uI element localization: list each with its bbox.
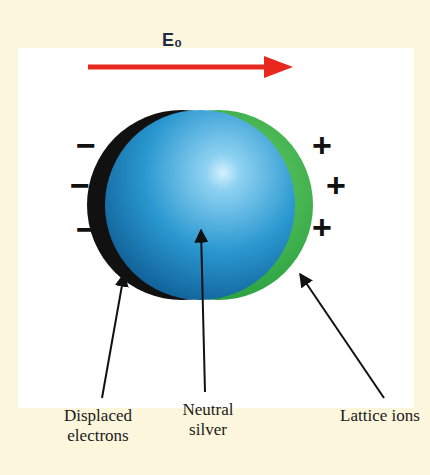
- field-label: E₀: [162, 30, 182, 51]
- charge-sign: −: [76, 212, 96, 246]
- part-label: Neutral silver: [166, 400, 250, 439]
- silver-sphere: [105, 110, 295, 300]
- leader-line: [201, 230, 205, 392]
- charge-sign: −: [76, 128, 96, 162]
- panel-ground: [18, 48, 414, 408]
- part-label: Lattice ions: [338, 406, 422, 426]
- leader-line: [300, 274, 384, 398]
- charge-sign: +: [326, 168, 346, 202]
- charge-sign: +: [312, 128, 332, 162]
- charge-sign: +: [312, 210, 332, 244]
- charge-sign: −: [70, 168, 90, 202]
- part-label: Displaced electrons: [48, 406, 148, 445]
- field-arrowhead: [264, 56, 293, 78]
- field-arrow: [88, 65, 268, 70]
- leader-line: [102, 274, 124, 398]
